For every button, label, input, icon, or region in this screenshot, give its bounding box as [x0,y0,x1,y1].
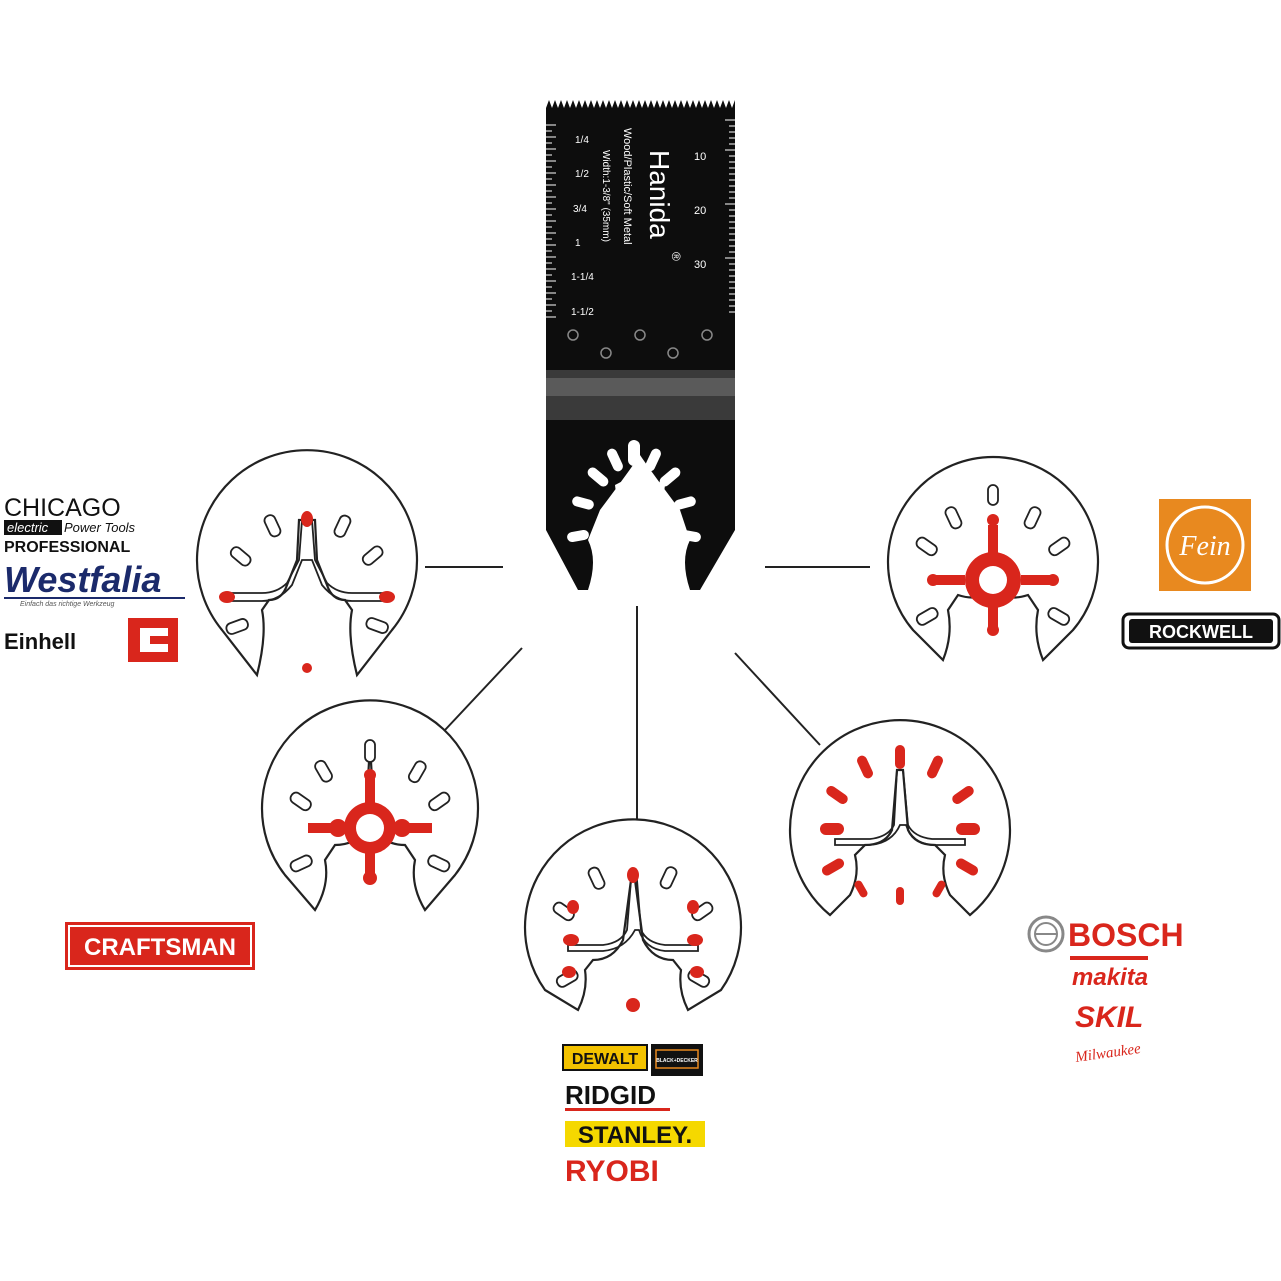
makita-logo-text: makita [1072,964,1148,991]
blade-teeth [546,100,735,112]
mount-diagram-top-right [886,455,1100,662]
ruler-ticks-left [546,124,556,318]
stanley-logo: STANLEY. [565,1121,705,1149]
blade-brand: Hanida [644,150,675,239]
blade-rivets [567,329,713,359]
milwaukee-logo: Milwaukee [1073,1041,1142,1066]
inch-tick-label: 3/4 [573,204,587,215]
inch-tick-label: 1/2 [575,169,589,180]
chicago-pro-text: PROFESSIONAL [4,539,130,556]
mount-diagram-mid-left [260,699,480,912]
dewalt-logo-text: DEWALT [572,1051,639,1068]
westfalia-logo-text: Westfalia [4,559,161,600]
westfalia-logo: Westfalia Einfach das richtige Werkzeug [4,559,185,608]
chicago-logo-text: CHICAGO [4,494,121,522]
einhell-logo: Einhell [4,618,178,662]
makita-logo: makita [1070,956,1148,991]
fein-logo: Fein [1159,499,1251,591]
bosch-logo-text: BOSCH [1068,917,1184,953]
connector-mid-right [734,652,821,746]
mm-tick-label: 30 [694,259,706,271]
bosch-logo: BOSCH [1027,915,1184,953]
skil-logo: SKIL [1075,1001,1143,1034]
westfalia-tagline: Einfach das richtige Werkzeug [20,601,115,608]
inch-tick-label: 1 [575,238,581,249]
mount-diagram-mid-right [788,719,1012,917]
black-decker-logo-text: BLACK+DECKER [656,1058,698,1064]
chicago-electric-text: electric [7,520,49,535]
inch-tick-label: 1-1/2 [571,307,594,318]
ryobi-logo-text: RYOBI [565,1155,659,1188]
skil-logo-text: SKIL [1075,1001,1143,1034]
einhell-logo-text: Einhell [4,629,76,654]
rockwell-logo: ROCKWELL [1121,612,1281,650]
connector-mid-left [444,647,523,731]
rockwell-logo-text: ROCKWELL [1149,622,1253,642]
oscillating-blade: 1/4 1/2 3/4 1 1-1/4 1-1/2 10 20 30 Hanid… [546,100,735,590]
ruler-ticks-right [725,119,735,313]
craftsman-logo-text: CRAFTSMAN [84,934,236,961]
craftsman-logo: CRAFTSMAN [65,922,255,970]
ryobi-logo: RYOBI [565,1155,659,1188]
stanley-logo-text: STANLEY. [578,1122,692,1149]
dewalt-logo: DEWALT [562,1044,648,1071]
ridgid-logo-text: RIDGID [565,1080,656,1110]
blade-width: Width:1-3/8" (35mm) [600,150,611,242]
inch-tick-label: 1/4 [575,135,589,146]
chicago-power-text: Power Tools [64,520,136,535]
inch-tick-label: 1-1/4 [571,272,594,283]
ridgid-logo: RIDGID [565,1080,670,1111]
blade-material: Wood/Plastic/Soft Metal [621,128,633,245]
connector-lines [425,566,870,820]
milwaukee-logo-text: Milwaukee [1073,1041,1142,1066]
blade-reg-mark: ® [669,252,683,261]
mount-diagram-top-left [195,449,419,678]
fein-logo-text: Fein [1178,531,1230,562]
black-decker-logo: BLACK+DECKER [651,1044,703,1076]
mount-diagram-bottom-center [523,818,743,1012]
mm-tick-label: 20 [694,205,706,217]
chicago-electric-logo: CHICAGO electric Power Tools PROFESSIONA… [4,494,136,556]
mm-tick-label: 10 [694,151,706,163]
blade-mount-slots [567,440,701,543]
